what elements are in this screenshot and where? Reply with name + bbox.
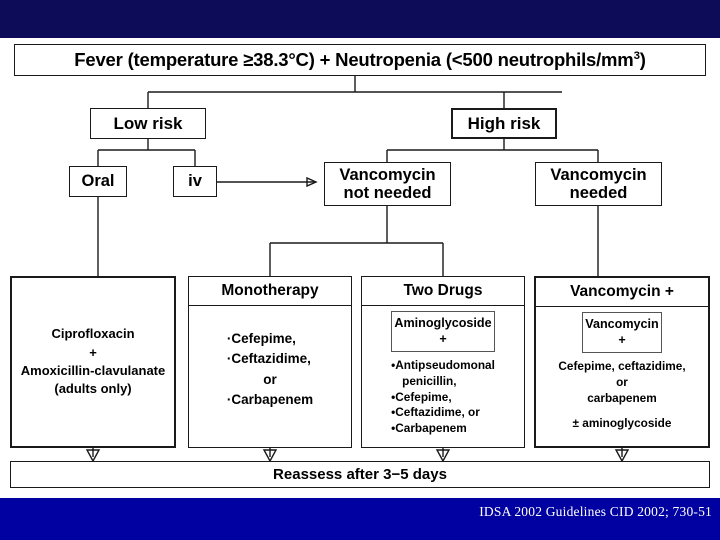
vancomycin-not-needed-line1: Vancomycin [339,165,436,184]
vancomycin-plus-line-2: or [616,375,628,390]
two-drugs-bullet-1-cont: penicillin, [402,373,457,388]
vancomycin-needed-line1: Vancomycin [550,165,647,184]
two-drugs-subbox-line1: Aminoglycoside [394,316,492,330]
two-drugs-bullet-3: •Ceftazidime, or [391,405,480,420]
oral-label: Oral [81,172,115,191]
oral-regimen-line-1: Ciprofloxacin [51,326,135,342]
bottom-banner-band [0,498,720,540]
two-drugs-title: Two Drugs [362,277,524,306]
low-risk-label: Low risk [113,113,183,133]
iv-route-box[interactable]: iv [173,166,217,197]
iv-label: iv [188,172,202,191]
vancomycin-not-needed-line2: not needed [343,184,432,202]
treatment-box-oral-regimen[interactable]: Ciprofloxacin + Amoxicillin-clavulanate … [10,276,176,448]
connector-lines [85,76,630,463]
oral-regimen-line-2: + [89,344,97,360]
monotherapy-bullet-2: ·Ceftazidime, [226,351,311,367]
vancomycin-plus-title: Vancomycin + [536,278,708,307]
oral-regimen-lines: Ciprofloxacin + Amoxicillin-clavulanate … [13,325,174,399]
two-drugs-bullet-1: •Antipseudomonal [391,358,495,373]
vancomycin-plus-line-1: Cefepime, ceftazidime, [558,359,686,374]
two-drugs-bullet-2: •Cefepime, [391,389,452,404]
vancomycin-plus-subbox-line2: + [618,333,626,348]
oral-regimen-line-4: (adults only) [54,381,132,397]
reassess-label: Reassess after 3−5 days [273,466,447,483]
high-risk-box[interactable]: High risk [451,108,557,139]
vancomycin-plus-subbox: Vancomycin + [582,312,662,354]
vancomycin-plus-line-3: carbapenem [587,391,657,406]
oral-route-box[interactable]: Oral [69,166,127,197]
reassess-bar: Reassess after 3−5 days [10,461,710,488]
vancomycin-plus-spacer [558,406,685,415]
header-text-main: Fever (temperature ≥38.3°C) + Neutropeni… [74,49,634,70]
two-drugs-aminoglycoside-subbox: Aminoglycoside + [391,311,495,353]
header-text-tail: ) [639,49,646,70]
citation-text: IDSA 2002 Guidelines CID 2002; 730-51 [479,504,712,519]
vancomycin-plus-body: Cefepime, ceftazidime, or carbapenem ± a… [555,356,688,431]
header-text: Fever (temperature ≥38.3°C) + Neutropeni… [74,49,646,71]
two-drugs-bullet-4: •Carbapenem [391,420,467,435]
monotherapy-bullet-1: ·Cefepime, [226,331,296,346]
vancomycin-not-needed-box[interactable]: Vancomycin not needed [324,162,451,206]
vancomycin-plus-footer: ± aminoglycoside [572,416,672,431]
treatment-box-monotherapy[interactable]: Monotherapy ·Cefepime, ·Ceftazidime, or … [188,276,352,448]
two-drugs-body: •Antipseudomonal penicillin, •Cefepime, … [362,355,524,441]
treatment-box-two-drugs[interactable]: Two Drugs Aminoglycoside + •Antipseudomo… [361,276,525,448]
monotherapy-title: Monotherapy [189,277,351,306]
monotherapy-bullet-3: ·Carbapenem [226,391,314,407]
neutropenic-fever-flowchart: Fever (temperature ≥38.3°C) + Neutropeni… [0,38,720,498]
two-drugs-bullets: •Antipseudomonal penicillin, •Cefepime, … [391,358,495,436]
header-criteria-box: Fever (temperature ≥38.3°C) + Neutropeni… [14,44,706,76]
monotherapy-body: ·Cefepime, ·Ceftazidime, or ·Carbapenem [189,306,351,414]
low-risk-box[interactable]: Low risk [90,108,206,139]
vancomycin-plus-subbox-line1: Vancomycin [585,317,659,331]
two-drugs-subbox-line2: + [439,332,447,347]
vancomycin-needed-box[interactable]: Vancomycin needed [535,162,662,206]
monotherapy-or: or [263,371,277,387]
monotherapy-bullets: ·Cefepime, ·Ceftazidime, or ·Carbapenem [227,329,313,410]
oral-regimen-line-3: Amoxicillin-clavulanate [20,363,166,378]
high-risk-label: High risk [467,113,541,133]
header-superscript: 3 [633,49,640,62]
vancomycin-needed-line2: needed [569,184,628,202]
top-banner-band [0,0,720,38]
treatment-box-vancomycin-plus[interactable]: Vancomycin + Vancomycin + Cefepime, ceft… [534,276,710,448]
